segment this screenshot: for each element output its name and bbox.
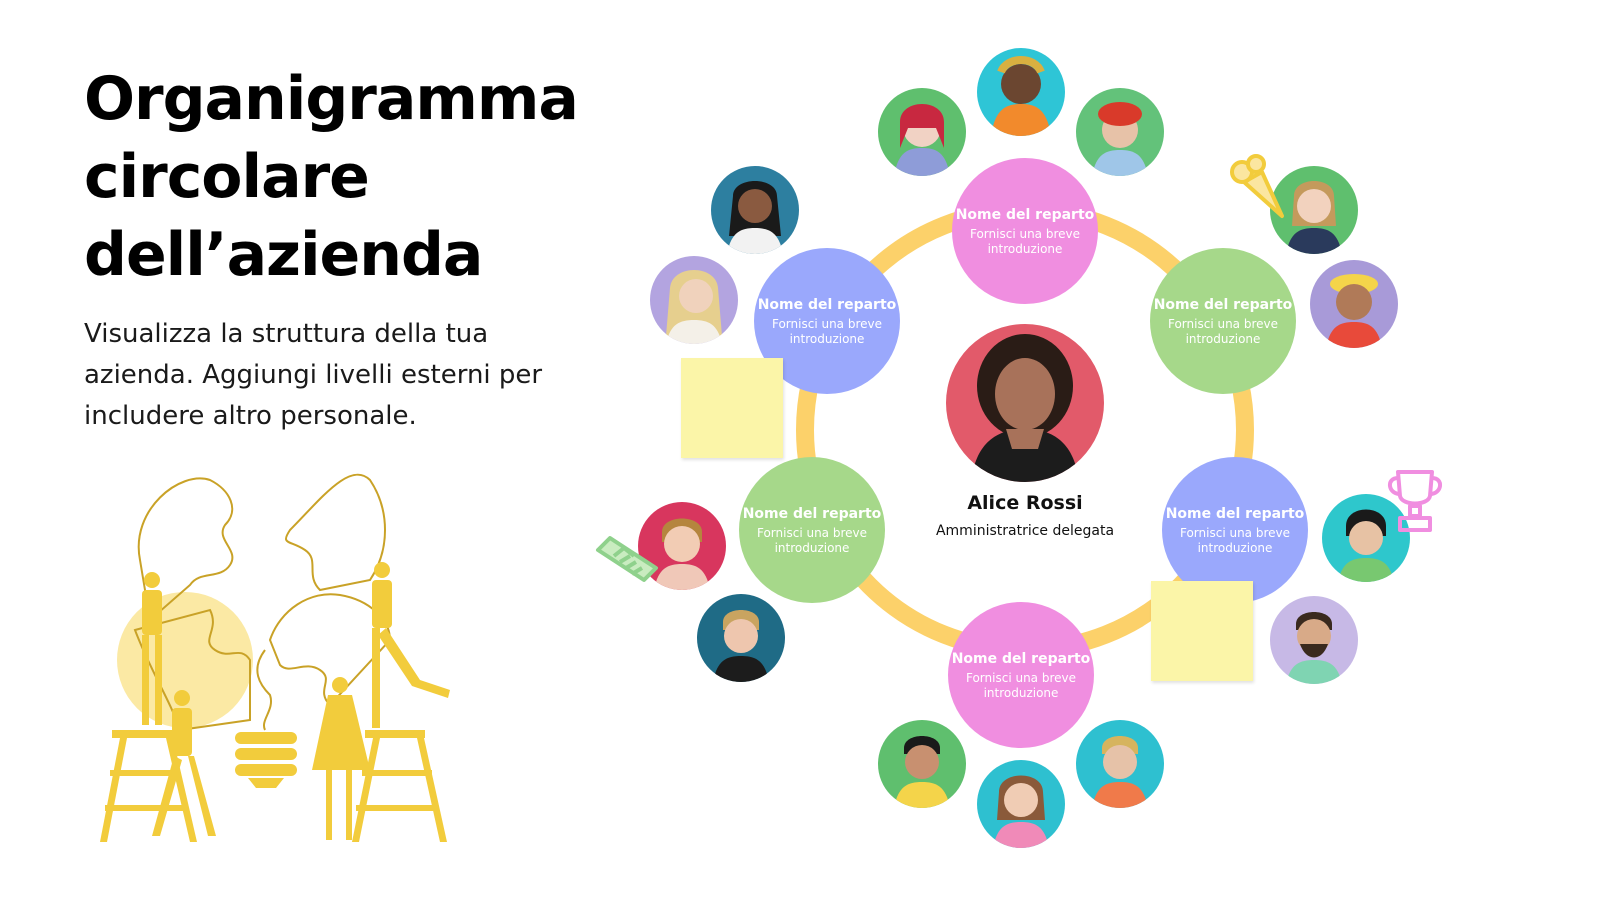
department-intro: Fornisci una breve introduzione	[965, 670, 1076, 700]
department-intro: Fornisci una breve introduzione	[1167, 316, 1278, 346]
ice-cream-icon	[1230, 154, 1284, 218]
avatar	[1270, 166, 1358, 254]
avatar	[697, 594, 785, 682]
department-name: Nome del reparto	[1153, 296, 1293, 313]
avatar	[977, 48, 1065, 136]
department-intro: Fornisci una breve introduzione	[771, 316, 882, 346]
department-node-lower-left[interactable]: Nome del reparto Fornisci una breve intr…	[739, 457, 885, 603]
department-node-upper-right[interactable]: Nome del reparto Fornisci una breve intr…	[1150, 248, 1296, 394]
department-node-lower-right[interactable]: Nome del reparto Fornisci una breve intr…	[1162, 457, 1308, 603]
avatar	[711, 166, 799, 254]
department-name: Nome del reparto	[955, 206, 1095, 223]
avatar	[650, 256, 738, 344]
department-name: Nome del reparto	[951, 650, 1091, 667]
ceo-name: Alice Rossi	[967, 492, 1083, 514]
department-name: Nome del reparto	[1165, 505, 1305, 522]
page-description: Visualizza la struttura della tua aziend…	[84, 319, 543, 431]
avatar	[878, 88, 966, 176]
puzzle-teamwork-illustration	[100, 473, 450, 842]
sticky-note[interactable]	[1151, 581, 1253, 681]
page-title: Organigramma circolare dell’azienda	[84, 64, 579, 290]
avatar	[638, 502, 726, 590]
department-node-top[interactable]: Nome del reparto Fornisci una breve intr…	[952, 158, 1098, 304]
avatar	[1076, 720, 1164, 808]
trophy-icon	[1388, 470, 1442, 532]
sticky-note[interactable]	[681, 358, 783, 458]
department-intro: Fornisci una breve introduzione	[969, 226, 1080, 256]
avatar	[1076, 88, 1164, 176]
org-chart: Nome del reparto Fornisci una breve intr…	[596, 40, 1500, 880]
ceo-role: Amministratrice delegata	[935, 523, 1115, 539]
handshake-icon	[596, 536, 658, 582]
department-name: Nome del reparto	[757, 296, 897, 313]
avatar	[1310, 260, 1398, 348]
ceo-photo	[946, 324, 1104, 482]
avatar	[878, 720, 966, 808]
avatar	[1322, 494, 1410, 582]
department-intro: Fornisci una breve introduzione	[756, 525, 867, 555]
avatar	[977, 760, 1065, 848]
department-name: Nome del reparto	[742, 505, 882, 522]
department-node-bottom[interactable]: Nome del reparto Fornisci una breve intr…	[948, 602, 1094, 748]
avatar	[1270, 596, 1358, 684]
department-intro: Fornisci una breve introduzione	[1179, 525, 1290, 555]
